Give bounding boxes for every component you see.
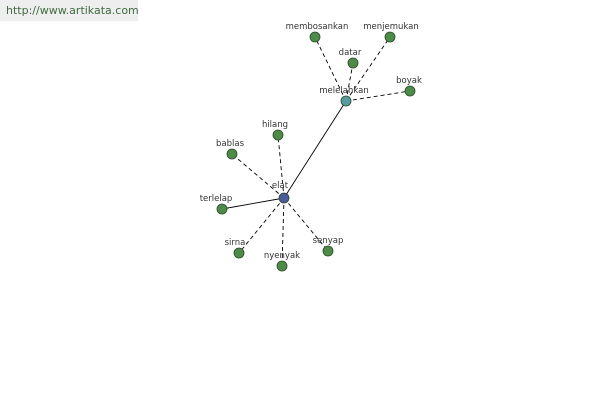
node-datar[interactable] [347, 57, 359, 69]
node-label-menjemukan: menjemukan [363, 22, 419, 32]
node-senyap[interactable] [322, 245, 334, 257]
edge-melelahkan-membosankan [314, 36, 347, 102]
node-sirna[interactable] [233, 247, 245, 259]
edge-elat-nyenyak [281, 197, 285, 267]
node-label-boyak: boyak [396, 76, 422, 86]
node-melelahkan[interactable] [340, 95, 352, 107]
edge-melelahkan-boyak [345, 90, 411, 102]
node-label-terlelap: terlelap [200, 194, 233, 204]
node-label-elat: elat [272, 181, 289, 191]
node-boyak[interactable] [404, 85, 416, 97]
node-label-datar: datar [339, 48, 362, 58]
edge-elat-hilang [277, 134, 285, 199]
edge-elat-melelahkan [283, 100, 347, 199]
node-label-senyap: senyap [313, 236, 344, 246]
node-membosankan[interactable] [309, 31, 321, 43]
node-label-melelahkan: melelahkan [319, 86, 368, 96]
node-label-bablas: bablas [216, 139, 245, 149]
edge-elat-senyap [283, 197, 329, 252]
node-menjemukan[interactable] [384, 31, 396, 43]
edge-melelahkan-menjemukan [345, 36, 391, 102]
node-terlelap[interactable] [216, 203, 228, 215]
node-bablas[interactable] [226, 148, 238, 160]
edge-elat-bablas [231, 153, 285, 199]
node-elat[interactable] [278, 192, 290, 204]
edge-elat-sirna [238, 197, 285, 254]
source-link[interactable]: http://www.artikata.com [6, 4, 139, 17]
nodes-layer [216, 31, 416, 272]
labels-layer: elat melelahkan membosankan menjemukan datar… [200, 22, 422, 261]
source-banner: http://www.artikata.com [0, 0, 139, 21]
node-label-hilang: hilang [262, 120, 288, 130]
node-hilang[interactable] [272, 129, 284, 141]
node-label-sirna: sirna [225, 238, 246, 248]
node-label-nyenyak: nyenyak [264, 251, 300, 261]
edges-layer [221, 36, 411, 267]
edge-elat-terlelap [221, 197, 285, 210]
node-label-membosankan: membosankan [286, 22, 349, 32]
node-nyenyak[interactable] [276, 260, 288, 272]
